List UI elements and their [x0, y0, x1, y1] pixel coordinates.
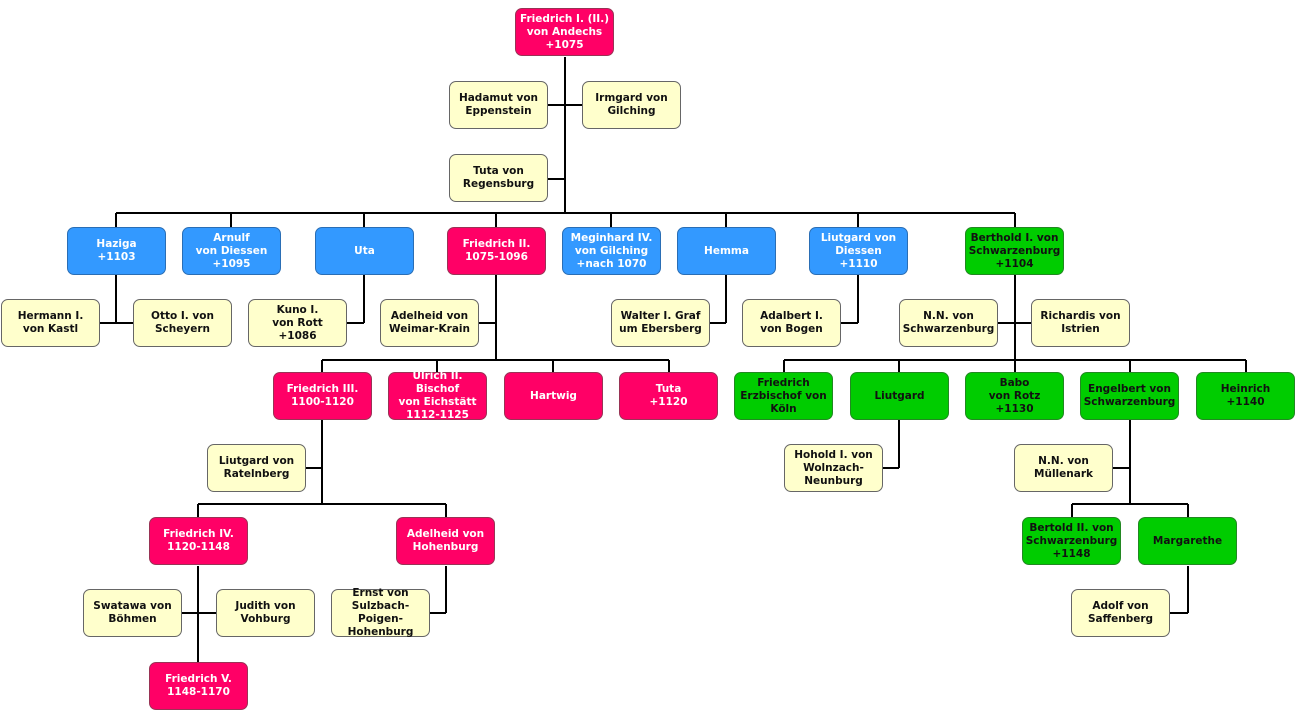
node-liutgard-ratelnberg: Liutgard von Ratelnberg — [207, 444, 306, 492]
node-label: Hemma — [704, 244, 749, 257]
node-haziga: Haziga +1103 — [67, 227, 166, 275]
node-kuno: Kuno I. von Rott +1086 — [248, 299, 347, 347]
node-label: Irmgard von Gilching — [595, 92, 668, 117]
node-label: Uta — [354, 244, 375, 257]
node-label: N.N. von Müllenark — [1034, 455, 1093, 480]
node-margarethe: Margarethe — [1138, 517, 1237, 565]
node-label: Arnulf von Diessen +1095 — [195, 231, 268, 270]
node-label: Liutgard von Diessen +1110 — [820, 231, 897, 270]
node-hermann: Hermann I. von Kastl — [1, 299, 100, 347]
node-engelbert: Engelbert von Schwarzenburg — [1080, 372, 1179, 420]
node-label: Tuta von Regensburg — [462, 165, 535, 190]
node-label: Hermann I. von Kastl — [17, 310, 84, 335]
node-label: Swatawa von Böhmen — [93, 600, 172, 625]
node-berthold-i: Berthold I. von Schwarzenburg +1104 — [965, 227, 1064, 275]
node-ernst: Ernst von Sulzbach-Poigen- Hohenburg — [331, 587, 430, 638]
node-babo: Babo von Rotz +1130 — [965, 372, 1064, 420]
node-arnulf: Arnulf von Diessen +1095 — [182, 227, 281, 275]
node-meginhard: Meginhard IV. von Gilching +nach 1070 — [562, 227, 661, 275]
node-label: Friedrich IV. 1120-1148 — [163, 528, 234, 553]
node-bertold-ii: Bertold II. von Schwarzenburg +1148 — [1022, 517, 1121, 565]
node-label: N.N. von Schwarzenburg — [902, 310, 995, 335]
node-label: Richardis von Istrien — [1040, 310, 1121, 335]
node-label: Adalbert I. von Bogen — [760, 310, 823, 335]
node-label: Friedrich II. 1075-1096 — [462, 238, 531, 263]
node-friedrich-i: Friedrich I. (II.) von Andechs +1075 — [509, 2, 614, 56]
node-label: Haziga +1103 — [96, 238, 137, 263]
node-hadamut: Hadamut von Eppenstein — [449, 81, 548, 129]
node-label: Engelbert von Schwarzenburg — [1083, 383, 1176, 408]
node-tuta-regensburg: Tuta von Regensburg — [449, 154, 548, 202]
node-label: Walter I. Graf um Ebersberg — [619, 310, 702, 335]
node-friedrich-koln: Friedrich Erzbischof von Köln — [734, 372, 833, 420]
node-label: Ernst von Sulzbach-Poigen- Hohenburg — [347, 587, 414, 638]
node-adelheid-hohenburg: Adelheid von Hohenburg — [390, 511, 495, 565]
node-label: Friedrich V. 1148-1170 — [165, 673, 232, 698]
node-adolf: Adolf von Saffenberg — [1071, 589, 1170, 637]
node-label: Hadamut von Eppenstein — [458, 92, 539, 117]
node-richardis: Richardis von Istrien — [1031, 299, 1130, 347]
node-label: Friedrich I. (II.) von Andechs +1075 — [520, 12, 609, 51]
node-heinrich: Heinrich +1140 — [1196, 372, 1295, 420]
node-label: Babo von Rotz +1130 — [988, 376, 1041, 415]
node-friedrich-iii: Friedrich III. 1100-1120 — [267, 366, 372, 420]
node-liutgard-green: Liutgard — [850, 372, 949, 420]
node-label: Hohold I. von Wolnzach- Neunburg — [794, 448, 873, 487]
node-label: Berthold I. von Schwarzenburg +1104 — [968, 231, 1061, 270]
node-label: Tuta +1120 — [649, 383, 688, 408]
node-label: Meginhard IV. von Gilching +nach 1070 — [570, 231, 653, 270]
node-label: Bertold II. von Schwarzenburg +1148 — [1025, 521, 1118, 560]
node-label: Heinrich +1140 — [1220, 383, 1271, 408]
node-label: Adolf von Saffenberg — [1087, 600, 1154, 625]
node-hemma: Hemma — [677, 227, 776, 275]
node-swatawa: Swatawa von Böhmen — [83, 589, 182, 637]
node-friedrich-ii: Friedrich II. 1075-1096 — [441, 221, 546, 275]
node-friedrich-iv: Friedrich IV. 1120-1148 — [143, 511, 248, 565]
node-label: Liutgard — [874, 389, 925, 402]
node-liutgard-diessen: Liutgard von Diessen +1110 — [809, 227, 908, 275]
node-label: Hartwig — [530, 389, 577, 402]
node-uta: Uta — [315, 227, 414, 275]
node-otto: Otto I. von Scheyern — [133, 299, 232, 347]
node-walter: Walter I. Graf um Ebersberg — [611, 299, 710, 347]
node-hohold: Hohold I. von Wolnzach- Neunburg — [784, 444, 883, 492]
node-friedrich-v: Friedrich V. 1148-1170 — [143, 656, 248, 710]
node-label: Adelheid von Hohenburg — [406, 528, 485, 553]
node-nn-schwarzenburg: N.N. von Schwarzenburg — [899, 299, 998, 347]
node-judith: Judith von Vohburg — [216, 589, 315, 637]
node-label: Friedrich III. 1100-1120 — [286, 383, 359, 408]
node-label: Adelheid von Weimar-Krain — [389, 310, 470, 335]
node-ulrich: Ulrich II. Bischof von Eichstätt 1112-11… — [382, 366, 487, 421]
node-tuta-1120: Tuta +1120 — [613, 366, 718, 420]
node-label: Kuno I. von Rott +1086 — [272, 303, 323, 342]
node-nn-mullenark: N.N. von Müllenark — [1014, 444, 1113, 492]
node-label: Otto I. von Scheyern — [151, 310, 214, 335]
node-irmgard: Irmgard von Gilching — [582, 81, 681, 129]
node-label: Ulrich II. Bischof von Eichstätt 1112-11… — [398, 370, 477, 421]
node-label: Liutgard von Ratelnberg — [218, 455, 295, 480]
node-label: Friedrich Erzbischof von Köln — [740, 376, 827, 415]
node-label: Judith von Vohburg — [235, 600, 296, 625]
node-hartwig: Hartwig — [498, 366, 603, 420]
node-label: Margarethe — [1152, 534, 1223, 547]
node-adalbert: Adalbert I. von Bogen — [742, 299, 841, 347]
node-adelheid-weimar: Adelheid von Weimar-Krain — [380, 299, 479, 347]
